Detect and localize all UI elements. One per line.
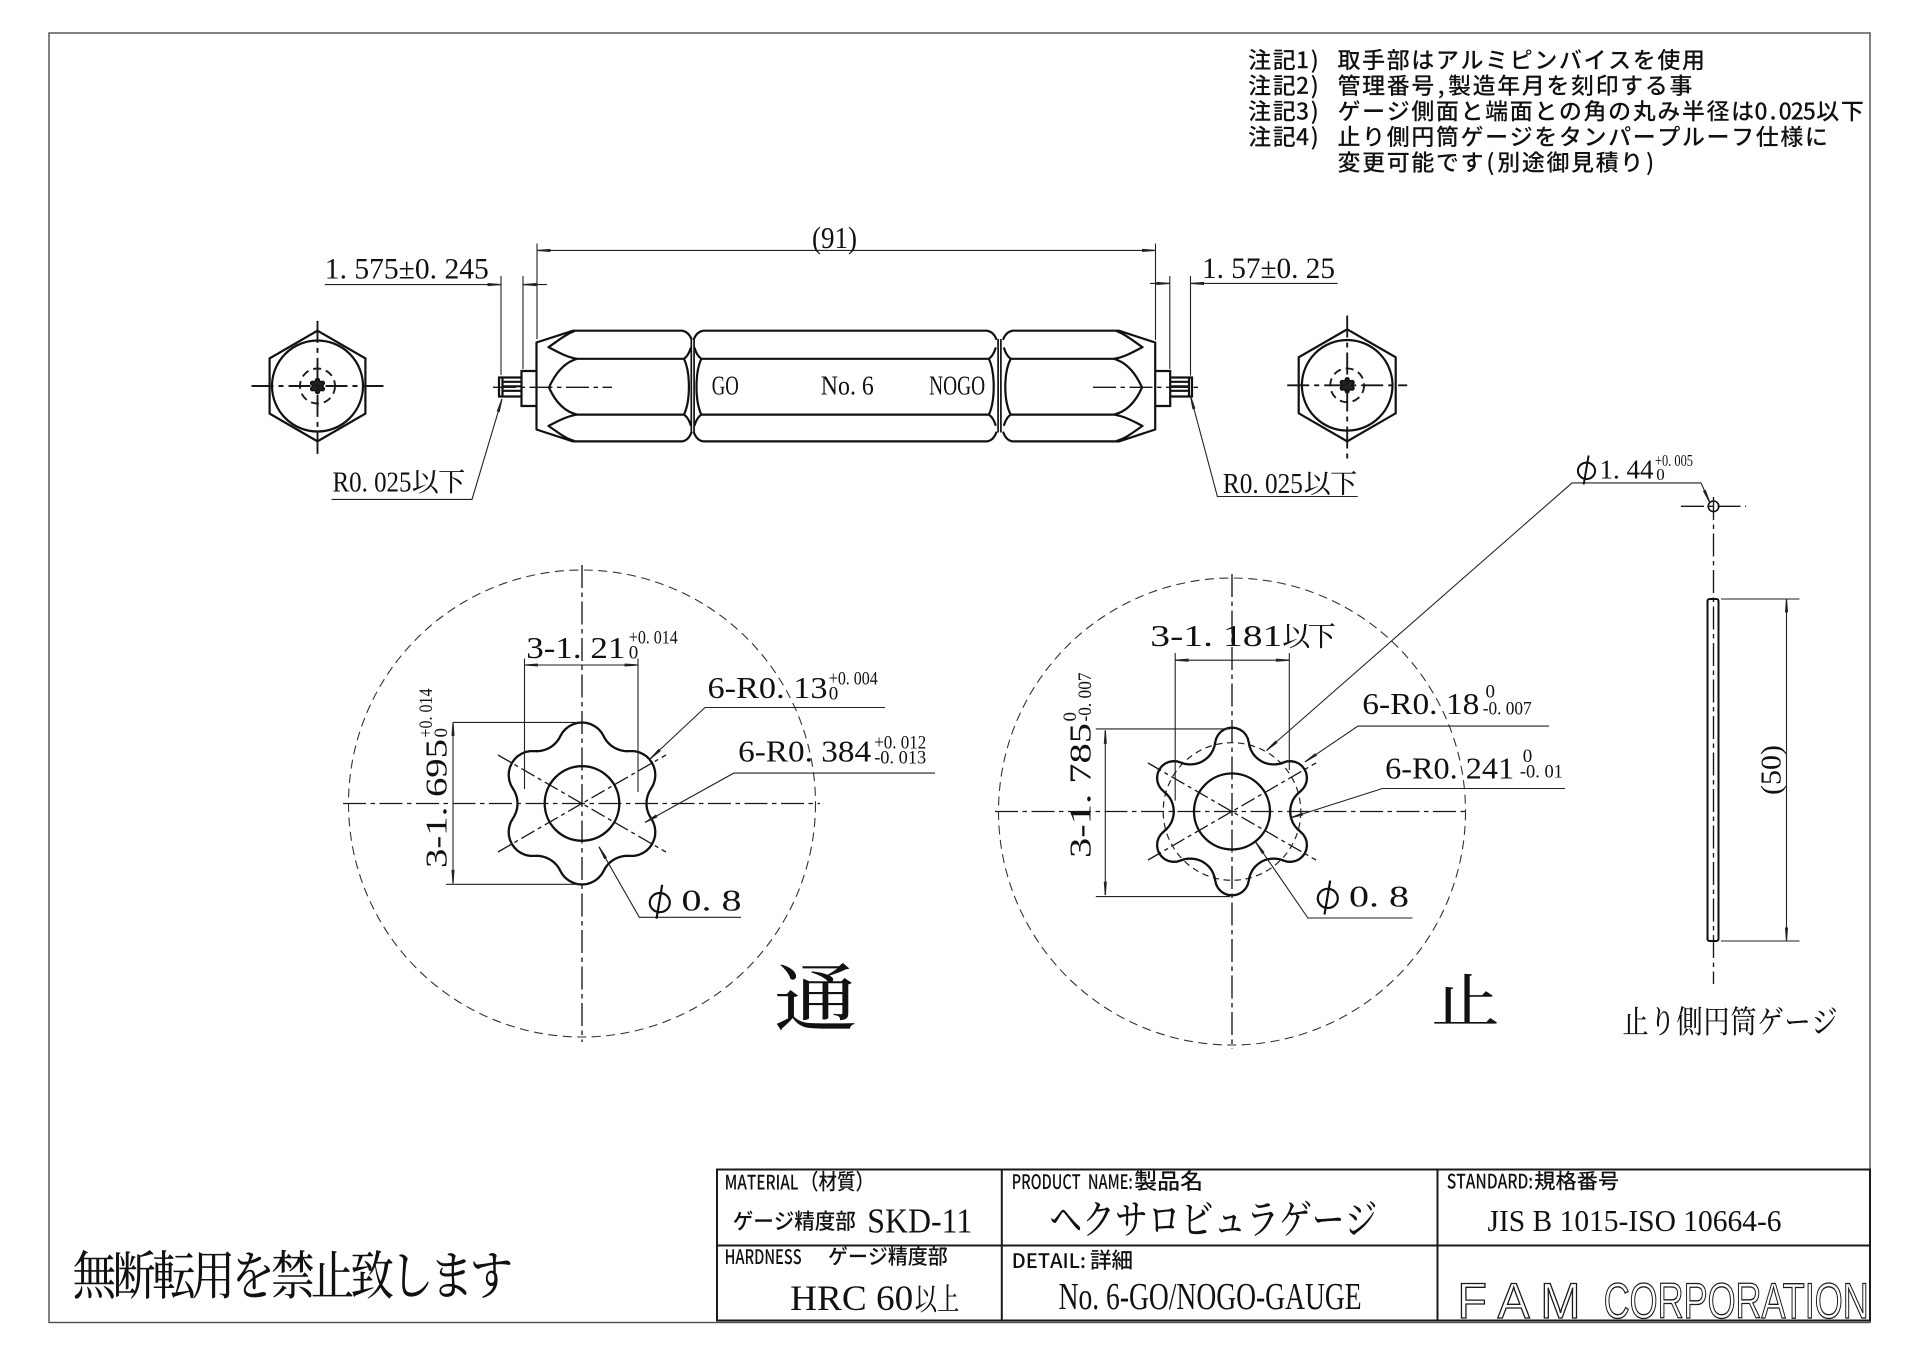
svg-text:3-1. 181: 3-1. 181 xyxy=(1150,618,1282,653)
svg-text:HRC 60: HRC 60 xyxy=(790,1278,913,1318)
svg-text:6-R0. 18: 6-R0. 18 xyxy=(1362,686,1479,721)
svg-text:3-1. 695: 3-1. 695 xyxy=(419,739,454,868)
svg-text:+0. 014: +0. 014 xyxy=(629,628,678,649)
svg-text:0. 8: 0. 8 xyxy=(682,883,742,918)
svg-text:1. 44: 1. 44 xyxy=(1600,455,1655,485)
svg-text:0: 0 xyxy=(1060,712,1081,722)
svg-text:-0. 01: -0. 01 xyxy=(1520,762,1563,783)
svg-text:0: 0 xyxy=(1486,682,1496,703)
svg-text:+0. 005: +0. 005 xyxy=(1655,451,1693,470)
svg-text:3-1. 21: 3-1. 21 xyxy=(526,630,625,665)
svg-text:F A M: F A M xyxy=(1458,1273,1581,1329)
svg-text:0. 8: 0. 8 xyxy=(1349,878,1409,913)
svg-text:No. 6: No. 6 xyxy=(821,371,874,401)
svg-text:+0. 012: +0. 012 xyxy=(874,733,926,754)
svg-text:R0. 025: R0. 025 xyxy=(1223,469,1303,500)
svg-text:CORPORATION: CORPORATION xyxy=(1604,1273,1869,1329)
svg-text:6-R0. 241: 6-R0. 241 xyxy=(1385,751,1514,786)
svg-text:-0. 007: -0. 007 xyxy=(1483,699,1532,720)
svg-text:(50): (50) xyxy=(1756,745,1788,795)
svg-text:(91): (91) xyxy=(812,220,857,255)
svg-text:R0. 025: R0. 025 xyxy=(333,467,412,498)
svg-text:3-1. 785: 3-1. 785 xyxy=(1063,723,1098,858)
svg-text:-0. 013: -0. 013 xyxy=(874,748,926,769)
svg-text:0: 0 xyxy=(431,728,452,738)
svg-text:0: 0 xyxy=(629,643,639,664)
svg-text:1. 57±0. 25: 1. 57±0. 25 xyxy=(1202,252,1335,285)
svg-text:NOGO: NOGO xyxy=(929,371,985,401)
svg-text:SKD-11: SKD-11 xyxy=(867,1202,972,1241)
svg-text:6-R0. 384: 6-R0. 384 xyxy=(738,734,872,769)
svg-text:GO: GO xyxy=(712,371,739,401)
svg-text:No. 6-GO/NOGO-GAUGE: No. 6-GO/NOGO-GAUGE xyxy=(1059,1276,1362,1318)
svg-text:-0. 007: -0. 007 xyxy=(1075,673,1096,722)
svg-text:+0. 004: +0. 004 xyxy=(829,669,878,690)
svg-text:0: 0 xyxy=(1656,465,1665,484)
svg-text:1. 575±0. 245: 1. 575±0. 245 xyxy=(325,252,489,285)
svg-text:0: 0 xyxy=(829,684,839,705)
svg-text:+0. 014: +0. 014 xyxy=(416,688,437,737)
svg-text:JIS B 1015-ISO 10664-6: JIS B 1015-ISO 10664-6 xyxy=(1488,1203,1782,1238)
svg-text:6-R0. 13: 6-R0. 13 xyxy=(708,670,828,705)
svg-text:0: 0 xyxy=(1523,746,1533,767)
